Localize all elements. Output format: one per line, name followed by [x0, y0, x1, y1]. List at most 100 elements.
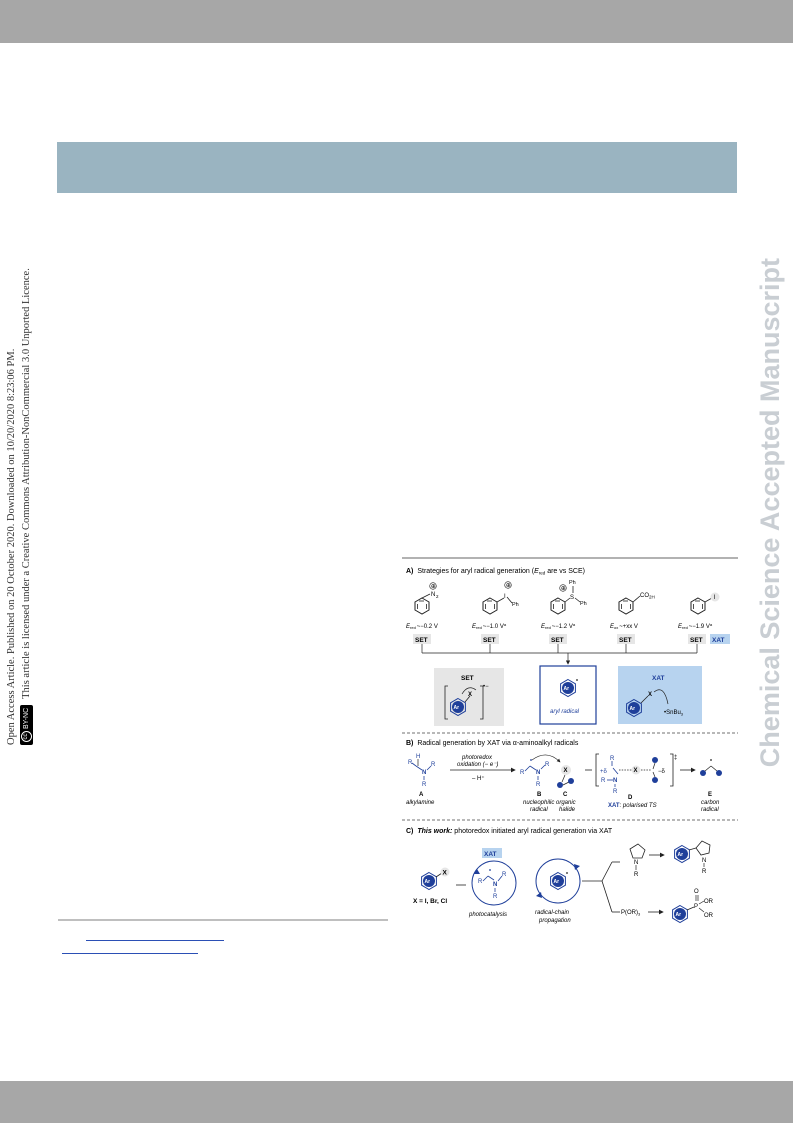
reagent-aryl-iodide: I [690, 592, 720, 615]
section-c-title: C) This work: photoredox initiated aryl … [406, 828, 613, 835]
open-access-margin: Open Access Article. Published on 20 Oct… [4, 205, 40, 745]
svg-text:propagation: propagation [538, 918, 571, 924]
svg-text:Ar: Ar [678, 852, 684, 858]
reagent-diazonium: N 2 ⊕ [414, 582, 439, 615]
footnote-link-2[interactable] [62, 953, 198, 954]
svg-text:R: R [536, 782, 541, 788]
svg-text:SET: SET [483, 637, 496, 644]
svg-text:E: E [708, 792, 712, 798]
polarised-ts-D: ‡ R +δ R N R X −δ D XAT: polarised TS [595, 753, 677, 809]
section-a-title: A) Strategies for aryl radical generatio… [406, 568, 585, 576]
svg-text:Ered~−0.2 V: Ered~−0.2 V [406, 624, 438, 630]
svg-text:R: R [520, 770, 525, 776]
svg-text:alkylamine: alkylamine [406, 800, 435, 806]
plus-charge: ⊕ [431, 584, 436, 590]
aryl-pyrrole-product: Ar N R [674, 840, 711, 875]
svg-text:aryl radical: aryl radical [550, 709, 580, 715]
svg-text:– H⁺: – H⁺ [472, 775, 485, 782]
svg-text:organic: organic [556, 800, 576, 806]
accepted-manuscript-watermark: Chemical Science Accepted Manuscript [755, 258, 785, 768]
reagent-carboxylic-acid: CO 2H [618, 593, 655, 615]
svg-text:X: X [564, 768, 568, 774]
svg-text:N: N [613, 778, 617, 784]
reagent-sulfonium: S Ph Ph ⊕ [550, 580, 587, 615]
svg-text:R: R [634, 872, 639, 878]
license-note[interactable]: This article is licensed under a Creativ… [21, 268, 32, 699]
svg-text:O: O [694, 889, 699, 895]
svg-text:X: X [443, 870, 448, 877]
photocatalysis-cycle: R N R R photocatalysis [468, 860, 517, 918]
svg-text:N: N [536, 770, 540, 776]
svg-text:Ph: Ph [580, 601, 587, 607]
svg-text:I: I [714, 595, 716, 601]
svg-text:radical: radical [530, 807, 548, 813]
aryl-phosphonate-product: Ar P O OR OR [672, 889, 714, 923]
svg-text:Ph: Ph [569, 580, 576, 586]
svg-text:Ar: Ar [425, 879, 431, 885]
svg-text:OR: OR [704, 899, 714, 905]
branch-lines [582, 861, 620, 913]
svg-text:XAT: polarised TS: XAT: polarised TS [608, 803, 657, 809]
c-xat-tag: XAT [484, 851, 497, 858]
header-bar [0, 0, 793, 43]
svg-text:+δ: +δ [600, 769, 608, 775]
svg-text:R: R [601, 778, 606, 784]
reagent-iodonium: I Ph ⊕ [482, 581, 519, 615]
svg-text:SET: SET [461, 675, 474, 682]
svg-text:R: R [545, 762, 550, 768]
svg-text:photocatalysis: photocatalysis [468, 912, 507, 918]
svg-text:H: H [416, 754, 420, 760]
svg-text:−δ: −δ [658, 769, 666, 775]
organic-halide-C: X C organic halide [556, 765, 576, 813]
svg-text:R: R [502, 872, 507, 878]
svg-text:N: N [431, 592, 435, 598]
svg-text:P(OR)3: P(OR)3 [621, 910, 641, 917]
svg-text:⊕: ⊕ [506, 583, 511, 589]
svg-text:Ered~−1.0 Va: Ered~−1.0 Va [472, 622, 507, 630]
svg-text:I: I [504, 594, 506, 600]
svg-text:SET: SET [619, 637, 632, 644]
svg-text:X: X [634, 768, 638, 774]
carbon-radical-E: E carbon radical [700, 759, 722, 813]
connector-lines [421, 644, 698, 665]
aryl-halide-substrate: Ar X X = I, Br, Cl [413, 867, 450, 905]
alkylamine-A: R H N R R A alkylamine [406, 754, 436, 806]
section-b-title: B) Radical generation by XAT via α-amino… [406, 740, 579, 747]
footnote-rule [58, 919, 388, 921]
published-note: Open Access Article. Published on 20 Oct… [6, 348, 17, 745]
svg-text:R: R [493, 894, 498, 900]
svg-text:OR: OR [704, 913, 714, 919]
radical-chain-cycle: Ar radical-chain propagation [535, 858, 581, 924]
c-xat-tag-bg [482, 848, 502, 858]
svg-text:2H: 2H [649, 595, 655, 600]
svg-text:X: X [648, 692, 652, 698]
phosphite-reagent: P(OR)3 [621, 909, 664, 917]
svg-text:Ar: Ar [454, 705, 460, 711]
xat-tag: XAT [712, 637, 725, 644]
svg-text:Ered~−1.9 Va: Ered~−1.9 Va [678, 622, 713, 630]
svg-text:B: B [537, 792, 542, 798]
svg-text:R: R [702, 869, 707, 875]
nucleophilic-radical-B: R N R R B nucleophilic radical [520, 754, 561, 813]
svg-text:2: 2 [436, 594, 439, 599]
svg-text:oxidation (− e⁻): oxidation (− e⁻) [457, 762, 498, 768]
svg-text:Ph: Ph [512, 602, 519, 608]
svg-text:D: D [628, 795, 633, 801]
svg-text:N: N [422, 770, 426, 776]
set-tags: SET SET SET SET SET XAT [413, 634, 730, 644]
svg-text:R: R [431, 762, 436, 768]
footnote-link-1[interactable] [86, 940, 224, 941]
svg-text:XAT: XAT [652, 675, 665, 682]
svg-text:X: X [468, 692, 472, 698]
svg-text:R: R [422, 782, 427, 788]
svg-text:Ar: Ar [554, 879, 560, 885]
svg-text:Eox~+xx V: Eox~+xx V [610, 624, 638, 630]
svg-text:Ar: Ar [564, 686, 570, 692]
svg-text:R: R [610, 756, 615, 762]
svg-text:A: A [419, 792, 424, 798]
svg-text:N: N [634, 860, 638, 866]
svg-text:N: N [493, 882, 497, 888]
svg-text:nucleophilic: nucleophilic [523, 800, 554, 806]
svg-text:CO: CO [640, 593, 649, 599]
